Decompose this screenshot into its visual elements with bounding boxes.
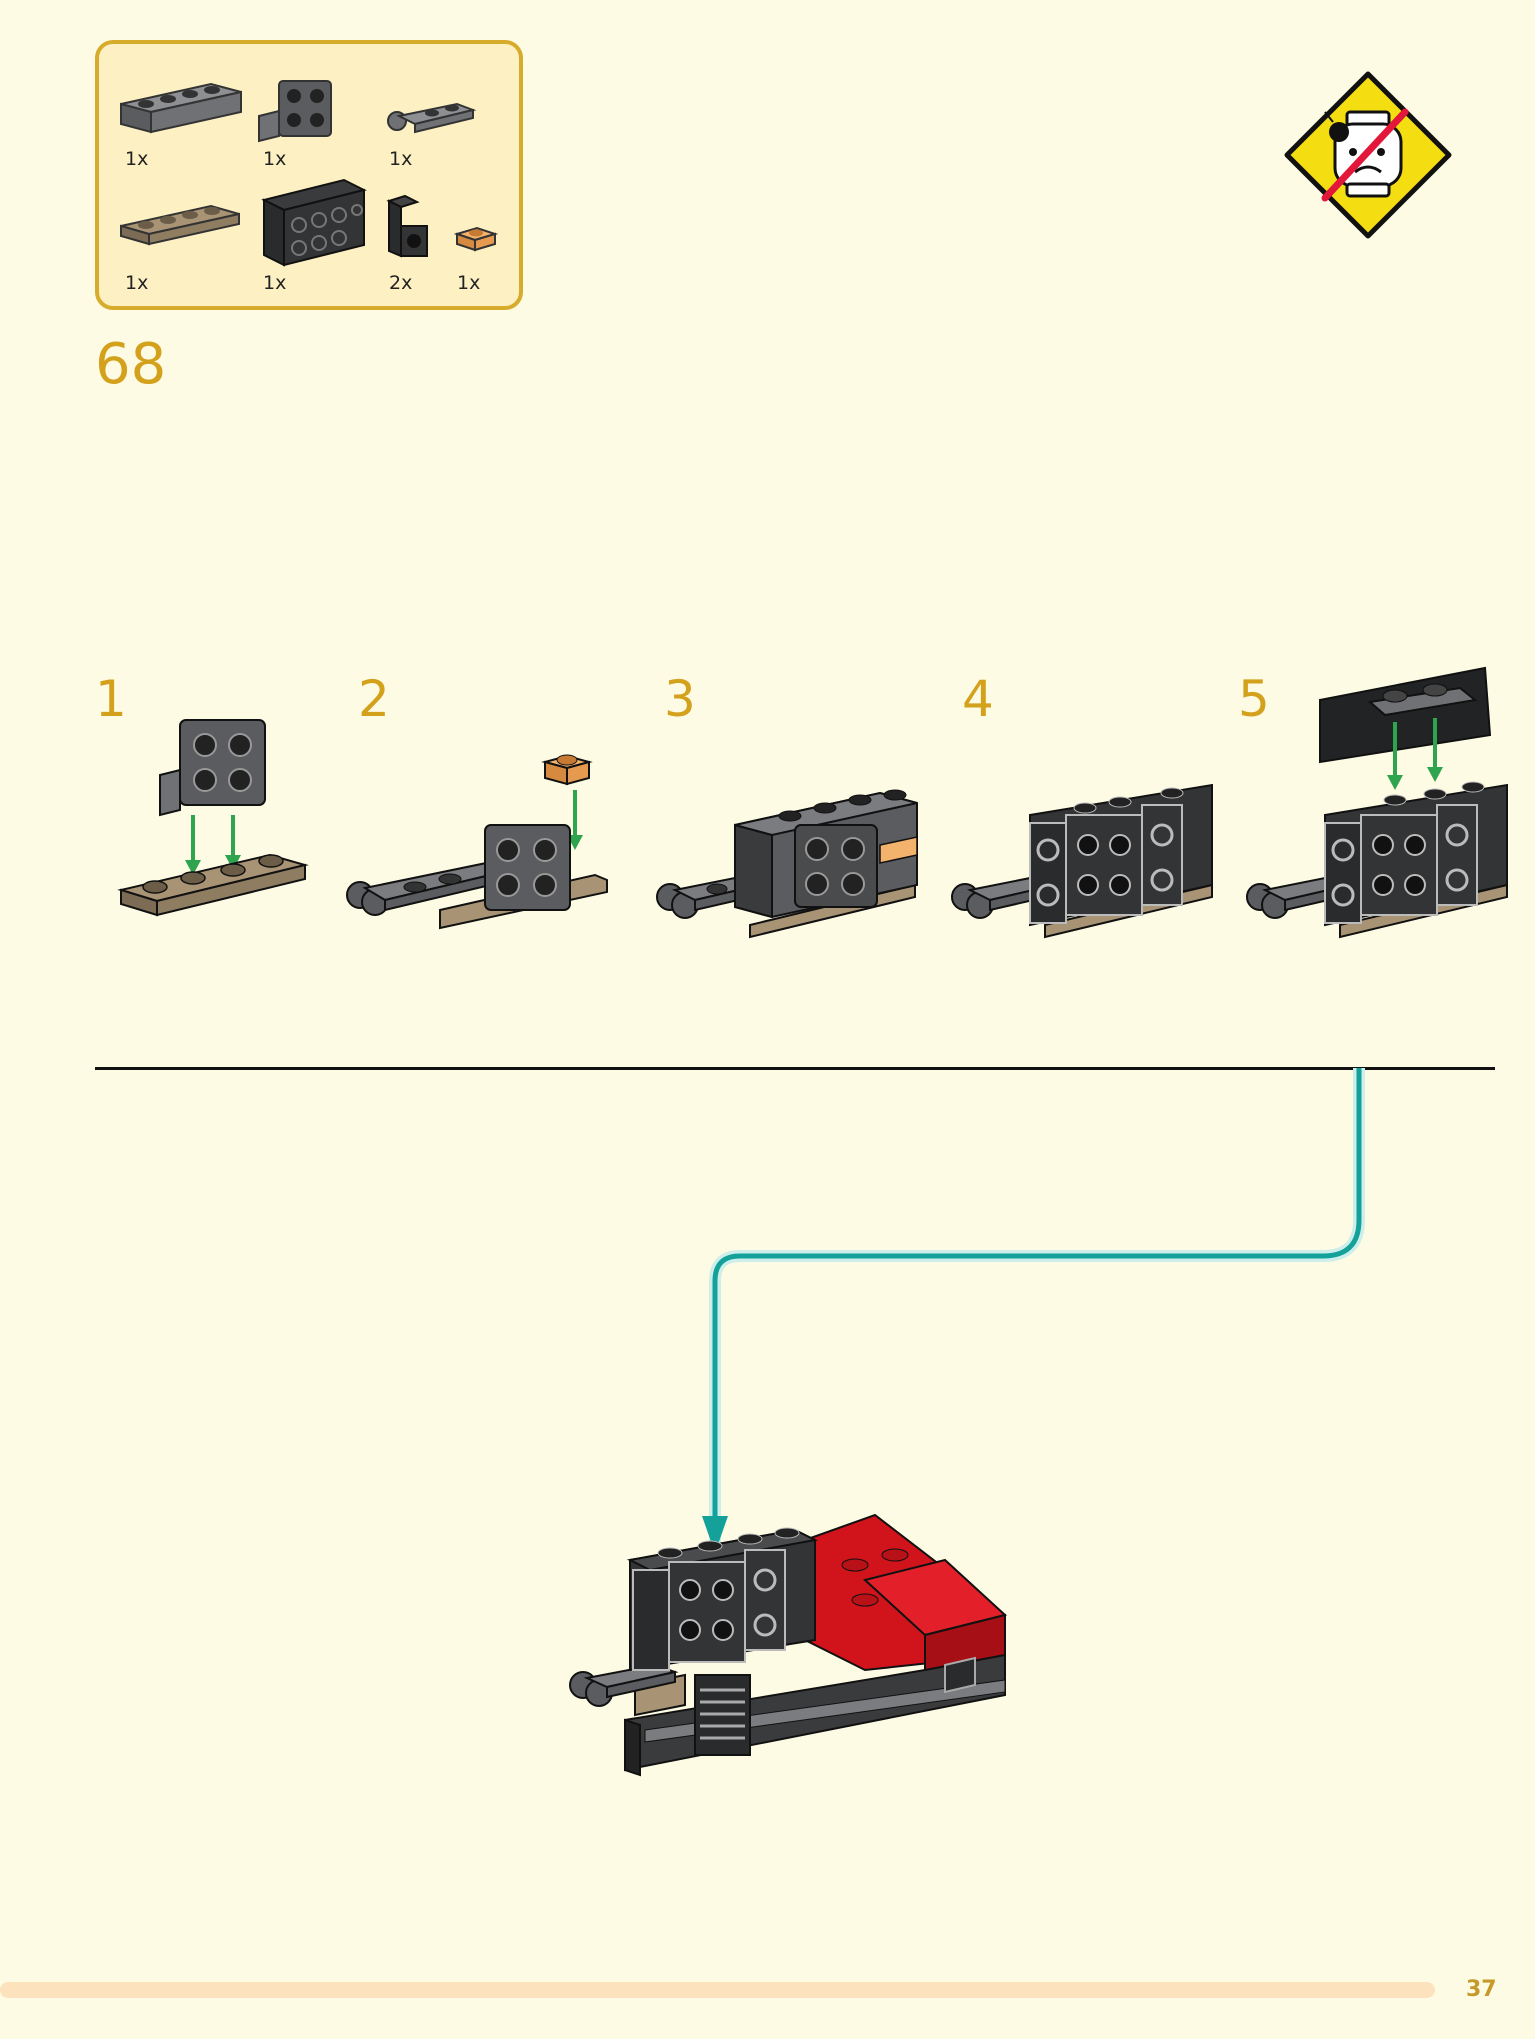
main-assembly-illustration	[569, 1513, 1008, 1777]
substep-number-4: 4	[962, 670, 994, 728]
substep-5-illustration	[1246, 666, 1508, 939]
warning-no-mouth-icon	[1284, 71, 1452, 239]
section-divider	[95, 1067, 1495, 1070]
part-bracket-icon	[258, 80, 332, 143]
part-plate-clip-icon	[387, 102, 477, 134]
page-progress-bar	[0, 1982, 1435, 1998]
part-black-bracket-icon	[386, 194, 428, 258]
substep-2-illustration	[346, 754, 608, 930]
part-qty: 1x	[263, 148, 287, 170]
part-brick-2x4-icon	[261, 178, 367, 267]
page-number: 37	[1466, 1977, 1497, 2002]
part-tile-1x4-icon	[120, 82, 242, 134]
part-qty: 2x	[389, 272, 413, 294]
step-number: 68	[95, 332, 167, 397]
substep-number-5: 5	[1238, 670, 1270, 728]
substep-number-3: 3	[664, 670, 696, 728]
connector-arrow	[702, 1068, 1365, 1553]
part-qty: 1x	[125, 148, 149, 170]
parts-list-box: 1x 1x 1x 1x 1x 2x	[95, 40, 523, 310]
part-tan-plate-icon	[120, 204, 240, 246]
part-qty: 1x	[389, 148, 413, 170]
substep-number-2: 2	[358, 670, 390, 728]
part-orange-plate-icon	[453, 226, 499, 252]
part-qty: 1x	[125, 272, 149, 294]
substep-number-1: 1	[95, 670, 127, 728]
part-qty: 1x	[457, 272, 481, 294]
substep-4-illustration	[951, 783, 1213, 939]
part-qty: 1x	[263, 272, 287, 294]
substep-1-illustration	[117, 719, 309, 917]
substep-3-illustration	[656, 789, 918, 939]
